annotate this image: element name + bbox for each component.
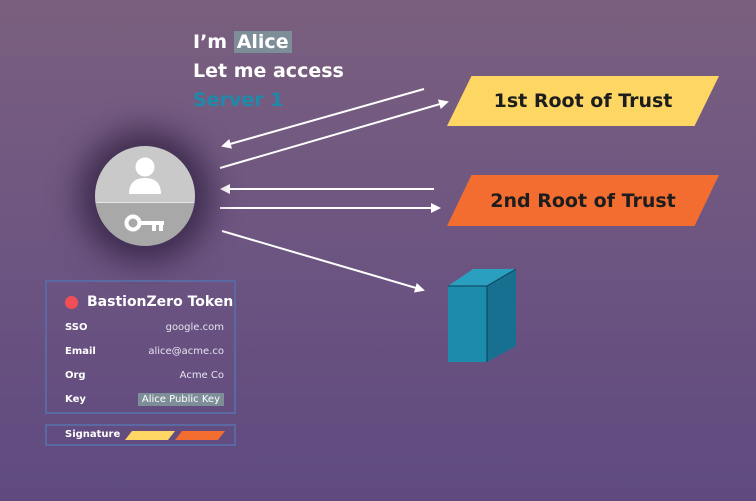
user-icon	[129, 157, 161, 194]
request-line-action: Let me access	[193, 60, 344, 82]
arrow-to-server	[221, 230, 425, 293]
token-row-key: Email	[65, 346, 96, 357]
request-line-identity: I’m Alice	[193, 28, 344, 57]
bastionzero-token-card: BastionZero Token SSO google.com Email a…	[45, 280, 236, 414]
token-signature: Signature	[45, 424, 236, 446]
root-of-trust-2: 2nd Root of Trust	[447, 175, 719, 226]
request-line-target: Server 1	[193, 89, 284, 111]
token-row-value: Alice Public Key	[137, 393, 224, 406]
token-header: BastionZero Token	[65, 294, 233, 310]
token-row-key: Org	[65, 370, 86, 381]
signature-part-root2	[175, 431, 225, 440]
token-row-key: SSO	[65, 322, 88, 333]
token-row-email: Email alice@acme.co	[65, 346, 224, 357]
token-row-value: alice@acme.co	[148, 346, 224, 357]
status-dot-icon	[65, 295, 78, 309]
server-icon	[448, 268, 517, 362]
token-row-value: google.com	[165, 322, 224, 333]
token-title: BastionZero Token	[87, 294, 234, 310]
request-user-name: Alice	[233, 31, 292, 53]
root-of-trust-2-label: 2nd Root of Trust	[490, 189, 676, 212]
key-icon	[124, 214, 164, 232]
token-row-public-key: Key Alice Public Key	[65, 393, 224, 406]
user-avatar	[95, 146, 195, 246]
token-row-value: Acme Co	[179, 370, 224, 381]
root-of-trust-1: 1st Root of Trust	[447, 76, 719, 126]
arrow-from-root1	[221, 88, 425, 149]
root-of-trust-1-label: 1st Root of Trust	[493, 90, 673, 112]
request-prefix: I’m	[193, 31, 234, 53]
access-request-text: I’m Alice Let me access Server 1	[193, 28, 344, 115]
token-row-key: Key	[65, 394, 86, 405]
signature-label: Signature	[65, 429, 121, 440]
token-row-org: Org Acme Co	[65, 370, 224, 381]
signature-part-root1	[125, 431, 175, 440]
arrow-to-root1	[219, 99, 449, 169]
token-row-sso: SSO google.com	[65, 322, 224, 333]
